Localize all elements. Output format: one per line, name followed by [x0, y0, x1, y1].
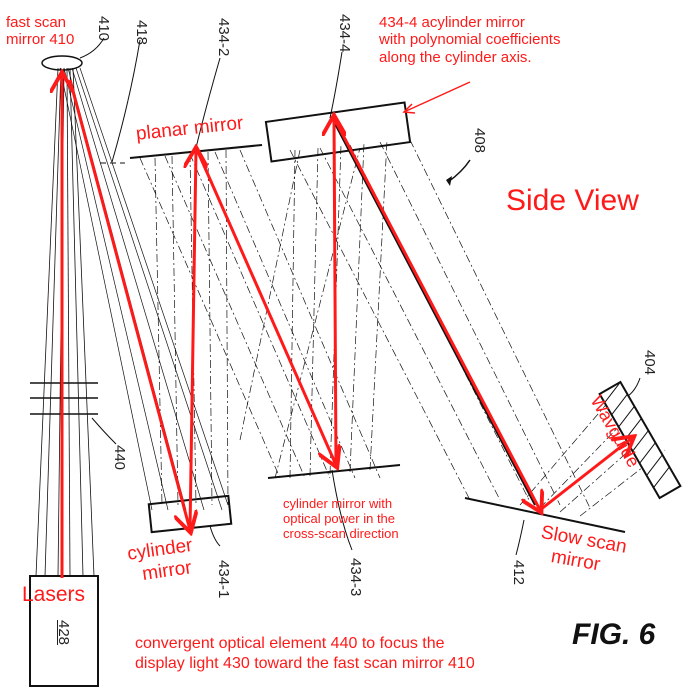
cylinder-power-line3: cross-scan direction: [283, 525, 399, 541]
caption-line1: convergent optical element 440 to focus …: [135, 635, 445, 652]
lasers-label: Lasers: [22, 583, 86, 606]
ref-410: 410: [95, 16, 112, 42]
ref-434-1: 434-1: [215, 560, 232, 599]
cylinder-power-line2: optical power in the: [283, 510, 396, 526]
convergent-optical-element: [30, 382, 98, 415]
ref-440: 440: [111, 445, 128, 471]
acylinder-mirror-label: 434-4 acylinder mirror with polynomial c…: [379, 14, 560, 66]
ref-434-2: 434-2: [215, 18, 232, 57]
caption-line2: display light 430 toward the fast scan m…: [135, 655, 475, 672]
scan-fan-lines: [59, 67, 229, 511]
fast-scan-mirror-label: fast scan mirror 410: [6, 14, 74, 49]
cylinder-power-line1: cylinder mirror with: [283, 496, 393, 511]
laser-source-box: [29, 575, 99, 687]
cylinder-mirror-optical-power-label: cylinder mirror with optical power in th…: [283, 496, 399, 542]
ref-404: 404: [641, 350, 658, 376]
ref-408: 408: [471, 128, 488, 154]
convergent-beam: [332, 119, 536, 506]
caption: convergent optical element 440 to focus …: [135, 634, 475, 674]
figure-number: FIG. 6: [572, 618, 656, 651]
fast-scan-mirror-label-line2: mirror 410: [6, 31, 75, 49]
red-annotation-arrows: [62, 75, 632, 578]
ref-428: 428: [55, 620, 72, 646]
side-view-label: Side View: [506, 184, 639, 217]
ref-434-4: 434-4: [336, 14, 353, 53]
assembly-408-arrowhead: [446, 176, 452, 186]
acylinder-label-line2: with polynomial coefficients: [379, 31, 561, 49]
reference-leaders: [79, 37, 641, 556]
ref-412: 412: [510, 560, 527, 586]
acylinder-label-line3: along the cylinder axis.: [379, 48, 532, 66]
upper-relay-beam-lines: [239, 139, 388, 479]
acylinder-mirror-434-4: [264, 101, 412, 163]
fast-scan-mirror-label-line1: fast scan: [6, 14, 67, 31]
slow-scan-mirror: [464, 497, 626, 533]
ref-418: 418: [133, 20, 150, 46]
laser-beam-lines: [35, 67, 95, 577]
cylinder-mirror-label: cylinder mirror: [126, 535, 197, 587]
relay-beam-lines: [139, 149, 381, 506]
ref-434-3: 434-3: [347, 558, 364, 597]
cylinder-mirror-434-3: [267, 464, 401, 479]
fast-scan-mirror: [41, 55, 83, 71]
acylinder-label-line1: 434-4 acylinder mirror: [379, 14, 525, 31]
acylinder-pointer-arrow: [402, 81, 471, 114]
